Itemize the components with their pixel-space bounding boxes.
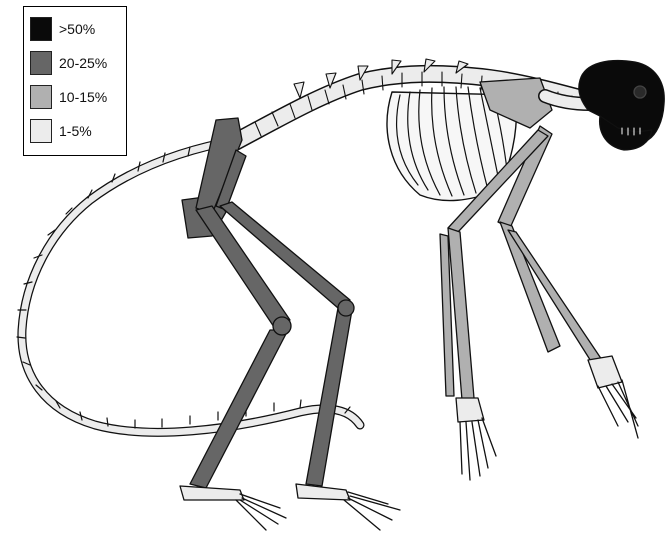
legend-swatch bbox=[30, 17, 52, 41]
legend-swatch bbox=[30, 85, 52, 109]
legend-swatch bbox=[30, 119, 52, 143]
legend-label: 10-15% bbox=[59, 89, 107, 105]
legend-label: 1-5% bbox=[59, 123, 92, 139]
legend-item: 1-5% bbox=[30, 118, 92, 144]
tail-bones bbox=[17, 140, 360, 432]
skull bbox=[579, 61, 664, 150]
legend-item: 20-25% bbox=[30, 50, 107, 76]
legend-item: >50% bbox=[30, 16, 95, 42]
fore-hands bbox=[456, 356, 638, 480]
legend-label: >50% bbox=[59, 21, 95, 37]
legend-swatch bbox=[30, 51, 52, 75]
legend-label: 20-25% bbox=[59, 55, 107, 71]
legend-item: 10-15% bbox=[30, 84, 107, 110]
hind-feet bbox=[180, 484, 400, 530]
legend: >50% 20-25% 10-15% 1-5% bbox=[23, 6, 127, 156]
